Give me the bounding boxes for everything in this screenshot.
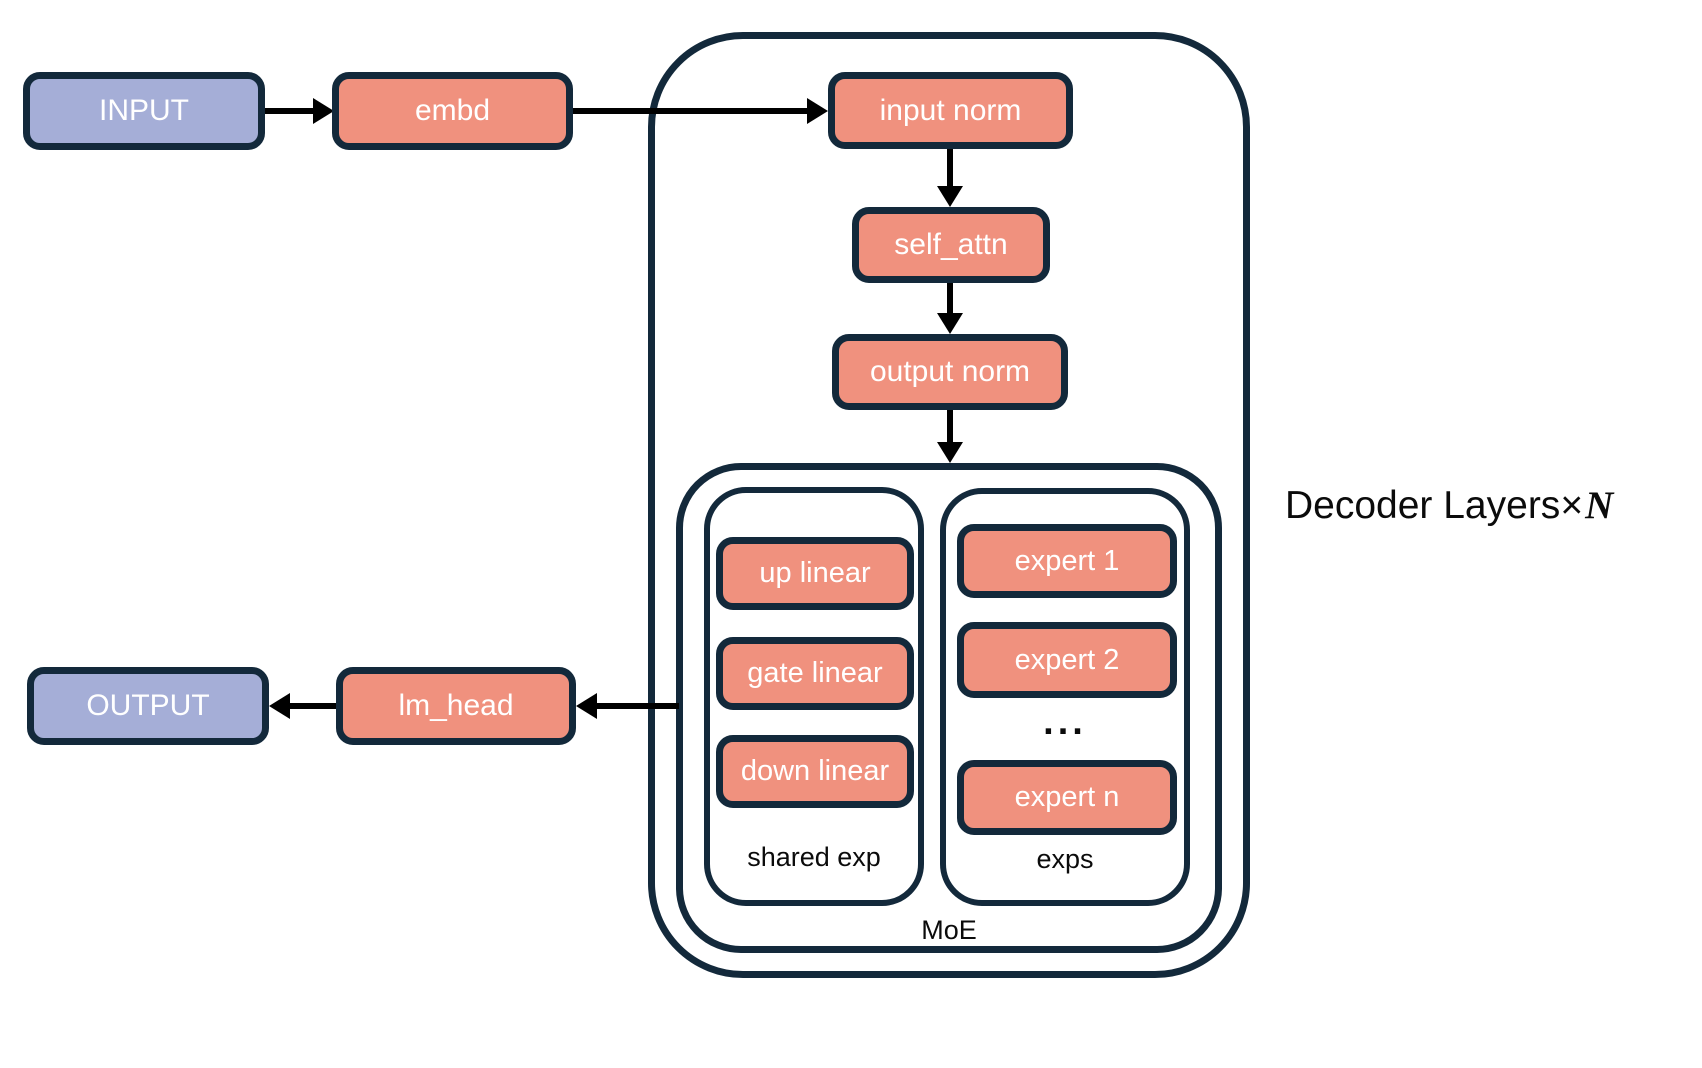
output-norm-box: output norm (832, 334, 1068, 410)
experts-ellipsis: ... (1043, 701, 1087, 743)
arrow-moe-to-lm-head-head-icon (576, 693, 597, 719)
arrow-lm-head-to-output-head-icon (269, 693, 290, 719)
arrow-self-attn-to-output-norm-head-icon (937, 313, 963, 334)
output-box: OUTPUT (27, 667, 269, 745)
arrow-input-to-embd-line (265, 108, 315, 114)
decoder-layers-label: Decoder Layers×N (1285, 483, 1613, 530)
gate-linear-box: gate linear (716, 637, 914, 710)
decoder-layers-text: Decoder Layers (1285, 484, 1561, 527)
self-attn-box: self_attn (852, 207, 1050, 283)
arrow-embd-to-input-norm-line (573, 108, 809, 114)
expert-2-box: expert 2 (957, 622, 1177, 698)
decoder-layers-container (648, 32, 1250, 978)
arrow-lm-head-to-output-line (288, 703, 336, 709)
arrow-output-norm-to-moe-head-icon (937, 442, 963, 463)
arrow-input-norm-to-self-attn-head-icon (937, 186, 963, 207)
input-norm-box: input norm (828, 72, 1073, 149)
lm-head-box: lm_head (336, 667, 576, 745)
exps-label: exps (1036, 844, 1094, 874)
times-symbol: × (1560, 484, 1584, 527)
input-box: INPUT (23, 72, 265, 150)
arrow-input-norm-to-self-attn-line (947, 149, 953, 189)
shared-exp-label: shared exp (747, 842, 881, 872)
shared-exp-container (704, 487, 924, 906)
arrow-output-norm-to-moe-line (947, 410, 953, 444)
moe-container (676, 463, 1222, 953)
exps-container (940, 488, 1190, 906)
arrow-embd-to-input-norm-head-icon (807, 98, 828, 124)
down-linear-box: down linear (716, 735, 914, 808)
n-symbol: N (1585, 484, 1614, 527)
arrow-moe-to-lm-head-line (595, 703, 679, 709)
up-linear-box: up linear (716, 537, 914, 610)
arrow-input-to-embd-head-icon (313, 98, 334, 124)
embd-box: embd (332, 72, 573, 150)
arrow-self-attn-to-output-norm-line (947, 283, 953, 316)
expert-n-box: expert n (957, 760, 1177, 835)
expert-1-box: expert 1 (957, 524, 1177, 598)
moe-label: MoE (921, 915, 977, 945)
